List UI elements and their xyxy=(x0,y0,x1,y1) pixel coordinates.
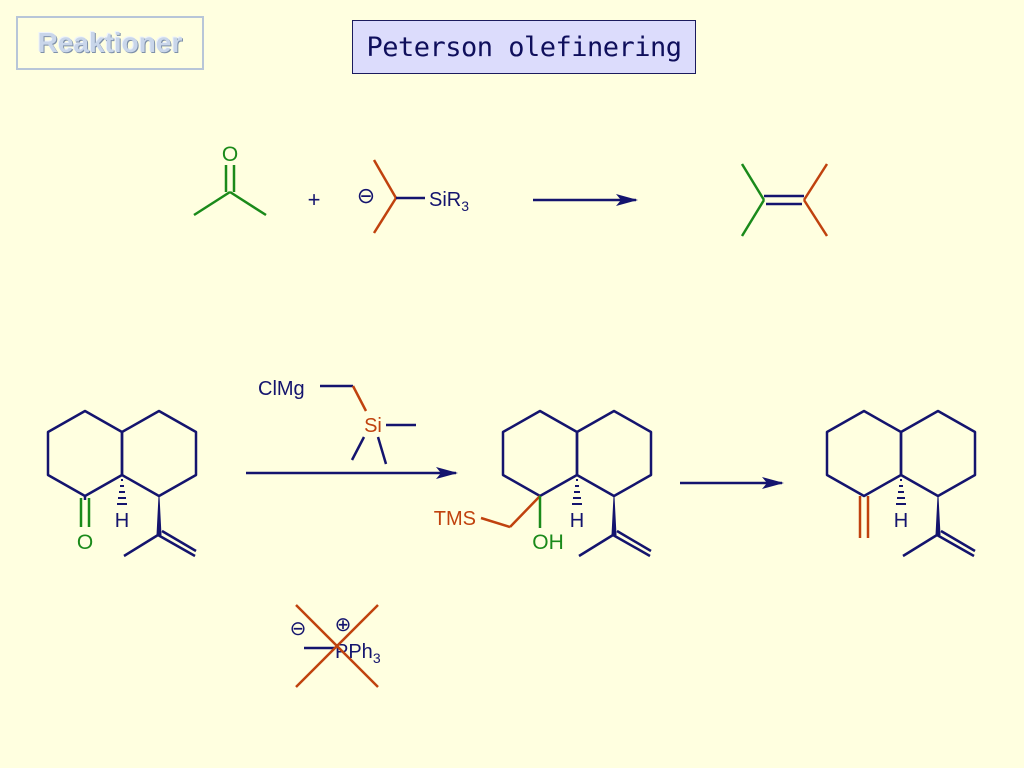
decalone-starting-material xyxy=(46,409,198,558)
intermediate-hash-wedge xyxy=(572,479,582,505)
acetone-oxygen-label: O xyxy=(222,143,238,166)
acetone-molecule xyxy=(193,165,267,217)
product-hash-wedge xyxy=(896,479,906,505)
ylide-phosphonium-label: PPh3 xyxy=(335,641,381,666)
intermediate-hydrogen-label: H xyxy=(570,510,584,532)
decalone-oxygen-label: O xyxy=(77,531,93,554)
silyl-carbanion xyxy=(372,159,425,234)
grignard-reagent xyxy=(320,384,416,465)
exocyclic-alkene-product xyxy=(825,409,977,558)
intermediate-tms-label: TMS xyxy=(434,508,476,530)
grignard-prefix-label: ClMg xyxy=(258,378,305,400)
decalone-hash-wedge xyxy=(117,479,127,505)
intermediate-substituents xyxy=(480,495,542,529)
section-tag: Reaktioner xyxy=(16,16,204,70)
silyl-group-label: SiR3 xyxy=(429,189,469,214)
hydroxysilane-intermediate xyxy=(501,409,653,558)
ylide-minus-charge: ⊖ xyxy=(290,618,307,640)
product-methylene xyxy=(858,496,870,538)
alkene-product xyxy=(740,163,829,237)
product-hydrogen-label: H xyxy=(894,510,908,532)
crossout-mark xyxy=(295,604,379,688)
page-title: Peterson olefinering xyxy=(366,31,682,63)
carbanion-minus-charge: ⊖ xyxy=(357,183,375,208)
title-box: Peterson olefinering xyxy=(352,20,696,74)
grignard-silicon-label: Si xyxy=(364,415,382,437)
section-tag-label: Reaktioner xyxy=(37,27,183,58)
intermediate-oh-label: OH xyxy=(532,531,564,554)
plus-sign: + xyxy=(308,187,321,212)
decalone-carbonyl xyxy=(79,498,91,527)
decalone-hydrogen-label: H xyxy=(115,510,129,532)
ylide-plus-charge: ⊕ xyxy=(335,614,352,636)
